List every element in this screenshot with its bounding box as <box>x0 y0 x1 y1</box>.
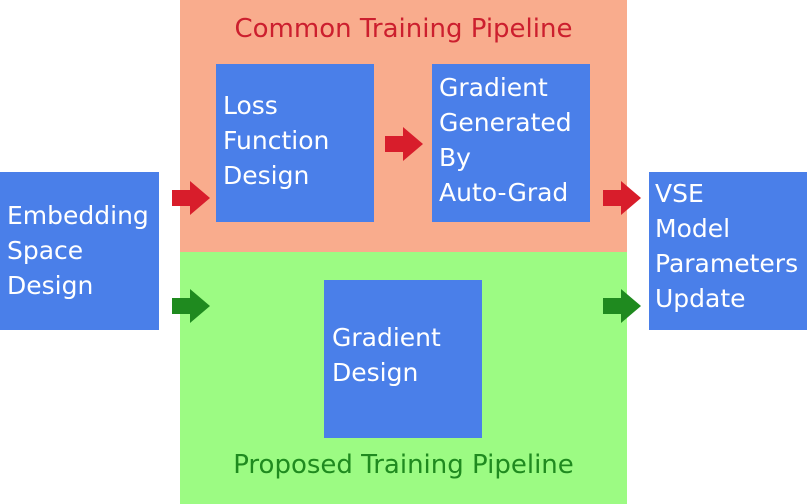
arrow-shape <box>172 181 210 215</box>
box-label-line: Design <box>223 161 310 190</box>
box-label-line: Generated <box>439 108 572 137</box>
arrow-shape <box>385 127 423 161</box>
box-label-line: Model <box>655 214 731 243</box>
vse-model-update-box: VSE Model Parameters Update <box>649 172 807 330</box>
gradient-design-box: Gradient Design <box>324 280 482 438</box>
right-arrow-icon <box>385 127 423 161</box>
right-arrow-icon <box>603 181 641 215</box>
arrow-shape <box>603 181 641 215</box>
box-label-line: Design <box>7 271 94 300</box>
box-label-line: Update <box>655 284 746 313</box>
arrow-shape <box>172 289 210 323</box>
box-label-line: VSE <box>655 179 704 208</box>
box-label-line: Parameters <box>655 249 799 278</box>
box-label-line: Loss <box>223 91 278 120</box>
box-label-line: Gradient <box>439 73 548 102</box>
box-label-line: By <box>439 143 471 172</box>
arrow-shape <box>603 289 641 323</box>
box-label-line: Space <box>7 236 84 265</box>
proposed-pipeline-title: Proposed Training Pipeline <box>233 450 574 480</box>
gradient-generated-box: Gradient Generated By Auto-Grad <box>432 64 590 222</box>
loss-function-design-box: Loss Function Design <box>216 64 374 222</box>
box-label-line: Auto-Grad <box>439 178 569 207</box>
right-arrow-icon <box>172 289 210 323</box>
embedding-space-design-box: Embedding Space Design <box>0 172 159 330</box>
proposed-pipeline-region: Proposed Training Pipeline <box>180 252 627 504</box>
right-arrow-icon <box>172 181 210 215</box>
box-label-line: Function <box>223 126 330 155</box>
box-label-line: Design <box>332 358 419 387</box>
box-label-line: Embedding <box>7 201 149 230</box>
common-pipeline-title: Common Training Pipeline <box>234 14 573 44</box>
right-arrow-icon <box>603 289 641 323</box>
box-label-line: Gradient <box>332 323 441 352</box>
